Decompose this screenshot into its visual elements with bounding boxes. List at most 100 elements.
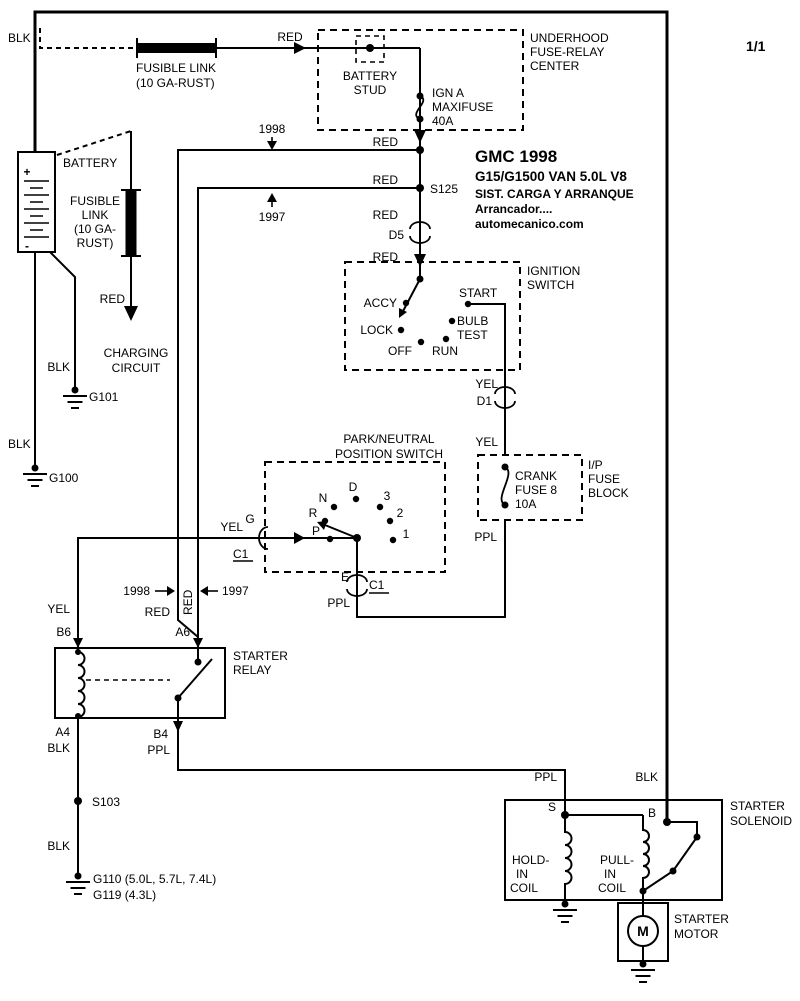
battery-positive-cable — [33, 10, 669, 822]
battery-stud-label-2: STUD — [354, 83, 387, 97]
fuse-block-label-1: I/P — [588, 458, 603, 472]
arrow-down-icon — [193, 638, 203, 648]
relay-terminal-b6: B6 — [56, 625, 71, 639]
title-system: SIST. CARGA Y ARRANQUE — [475, 187, 634, 201]
wire-color-red-top: RED — [277, 30, 303, 44]
title-subsystem: Arrancador.... — [475, 202, 552, 216]
connector-d1-icon — [494, 386, 516, 409]
starter-solenoid-box — [504, 799, 723, 923]
pn-pos-1: 1 — [403, 527, 410, 541]
hold-in-coil-icon — [564, 815, 573, 900]
wire-color-ppl-e: PPL — [327, 596, 350, 610]
pn-pos-p: P — [312, 524, 320, 538]
relay-to-solenoid-wire — [173, 718, 566, 815]
solenoid-contact-arm-icon — [672, 836, 698, 872]
motor-symbol-letter: M — [637, 923, 649, 939]
underhood-fuse-relay-center-box — [317, 29, 524, 278]
battery-ground-wires — [22, 251, 88, 487]
year-1998-label: 1998 — [259, 122, 286, 136]
pull-in-coil-icon — [642, 815, 650, 916]
relay-year-1998: 1998 — [123, 584, 150, 598]
wire-color-blk-a4: BLK — [47, 741, 70, 755]
ground-g101-label: G101 — [89, 390, 119, 404]
wire-color-red-above-d5: RED — [373, 208, 399, 222]
connector-d1-label: D1 — [477, 394, 493, 408]
splice-s103-label: S103 — [92, 795, 120, 809]
underhood-label-3: CENTER — [530, 59, 580, 73]
arrow-right-icon — [294, 532, 305, 544]
fuse-block-label-2: FUSE — [588, 472, 620, 486]
relay-ground-path — [65, 718, 91, 895]
ignition-pos-off: OFF — [388, 344, 412, 358]
maxifuse-label-3: 40A — [432, 114, 453, 128]
wire-color-yel-below-d1: YEL — [475, 435, 498, 449]
battery-plus-sign: + — [23, 165, 30, 179]
maxifuse-label-1: IGN A — [432, 86, 464, 100]
wire-color-yel-g: YEL — [220, 520, 243, 534]
connector-c1-bottom-label: C1 — [369, 578, 385, 592]
ignition-switch-box — [344, 261, 521, 455]
arrow-down-icon — [173, 721, 183, 732]
ignition-switch-label-2: SWITCH — [527, 278, 574, 292]
solenoid-terminal-b: B — [648, 806, 656, 820]
relay-terminal-a4: A4 — [55, 725, 70, 739]
solenoid-terminal-s: S — [548, 800, 556, 814]
arrow-tip-icon — [399, 308, 407, 318]
fusible-link-left-label-4: RUST) — [77, 236, 114, 250]
relay-wire-color-red-vertical: RED — [181, 589, 195, 615]
arrow-down-icon — [267, 141, 277, 150]
charging-circuit-label-2: CIRCUIT — [112, 361, 161, 375]
crank-fuse-label-2: FUSE 8 — [515, 483, 557, 497]
crank-fuse-label-1: CRANK — [515, 469, 557, 483]
splice-s125-label: S125 — [430, 182, 458, 196]
fusible-link-top-label-2: (10 GA-RUST) — [136, 76, 215, 90]
ground-g100-label: G100 — [49, 471, 79, 485]
wire-color-red-1997: RED — [373, 173, 399, 187]
starter-motor-label-2: MOTOR — [674, 927, 719, 941]
wire-color-ppl-solenoid: PPL — [534, 770, 557, 784]
fuse-block-label-3: BLOCK — [588, 486, 629, 500]
ground-icon-g110 — [65, 871, 91, 895]
pull-in-coil-label-2: IN — [604, 867, 616, 881]
battery-stud-label-1: BATTERY — [343, 69, 397, 83]
ignition-pos-bulb: BULB — [457, 314, 488, 328]
ip-fuse-block-box — [356, 454, 583, 618]
battery-label: BATTERY — [63, 156, 117, 170]
arrow-right-icon — [167, 586, 175, 596]
battery-icon — [17, 151, 56, 253]
wire-color-blk-top: BLK — [8, 31, 31, 45]
wire-color-blk-s103: BLK — [47, 839, 70, 853]
ground-g119-label: G119 (4.3L) — [93, 888, 156, 902]
wire-color-ppl-fuse: PPL — [474, 530, 497, 544]
title-site: automecanico.com — [475, 217, 584, 231]
pn-pos-2: 2 — [397, 506, 404, 520]
wire-color-blk-solenoid: BLK — [635, 770, 658, 784]
wire-color-yel-above-d1: YEL — [475, 377, 498, 391]
starter-relay-box — [54, 638, 226, 719]
relay-feed-labels — [155, 586, 218, 596]
starter-solenoid-label-1: STARTER — [730, 799, 785, 813]
year-1997-label: 1997 — [259, 210, 286, 224]
wire-color-blk-g100: BLK — [8, 437, 31, 451]
fuse-icon-maxifuse — [415, 95, 425, 120]
ignition-pos-run: RUN — [432, 344, 458, 358]
fuse-icon-crank — [500, 466, 510, 506]
feed-branch-wires — [177, 130, 426, 648]
starter-solenoid-label-2: SOLENOID — [730, 814, 792, 828]
wire-color-ppl-b4: PPL — [147, 743, 170, 757]
hold-in-coil-label-2: IN — [516, 867, 528, 881]
pull-in-coil-label-3: COIL — [598, 881, 626, 895]
splice-s125-icon — [416, 184, 424, 192]
relay-wire-color-red-1998: RED — [145, 605, 171, 619]
arrow-down-icon — [414, 130, 426, 143]
relay-terminal-a6: A6 — [175, 625, 190, 639]
pull-in-coil-label-1: PULL- — [600, 853, 634, 867]
relay-terminal-b4: B4 — [153, 727, 168, 741]
relay-coil-icon — [77, 648, 86, 718]
switch-arm-icon — [400, 278, 421, 316]
connector-d5-icon — [409, 221, 431, 267]
pn-pos-r: R — [309, 506, 318, 520]
top-fusible-link — [39, 28, 420, 58]
